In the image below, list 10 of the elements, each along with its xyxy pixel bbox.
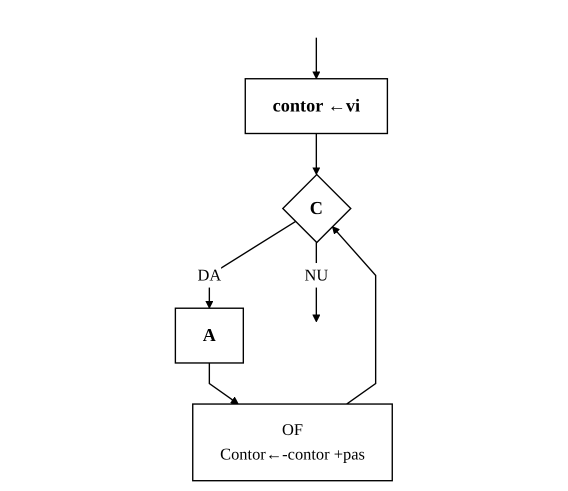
node-box: contor ←vi xyxy=(244,78,388,134)
arrow xyxy=(332,226,376,405)
arrow xyxy=(312,134,321,175)
arrow xyxy=(208,362,239,404)
edge-label: NU xyxy=(304,266,328,284)
arrow xyxy=(312,38,321,80)
edge-label: DA xyxy=(198,266,222,284)
node-box: OF Contor←-contor +pas xyxy=(192,403,394,482)
node-diamond: C xyxy=(282,174,352,244)
node-box: A xyxy=(174,308,244,364)
